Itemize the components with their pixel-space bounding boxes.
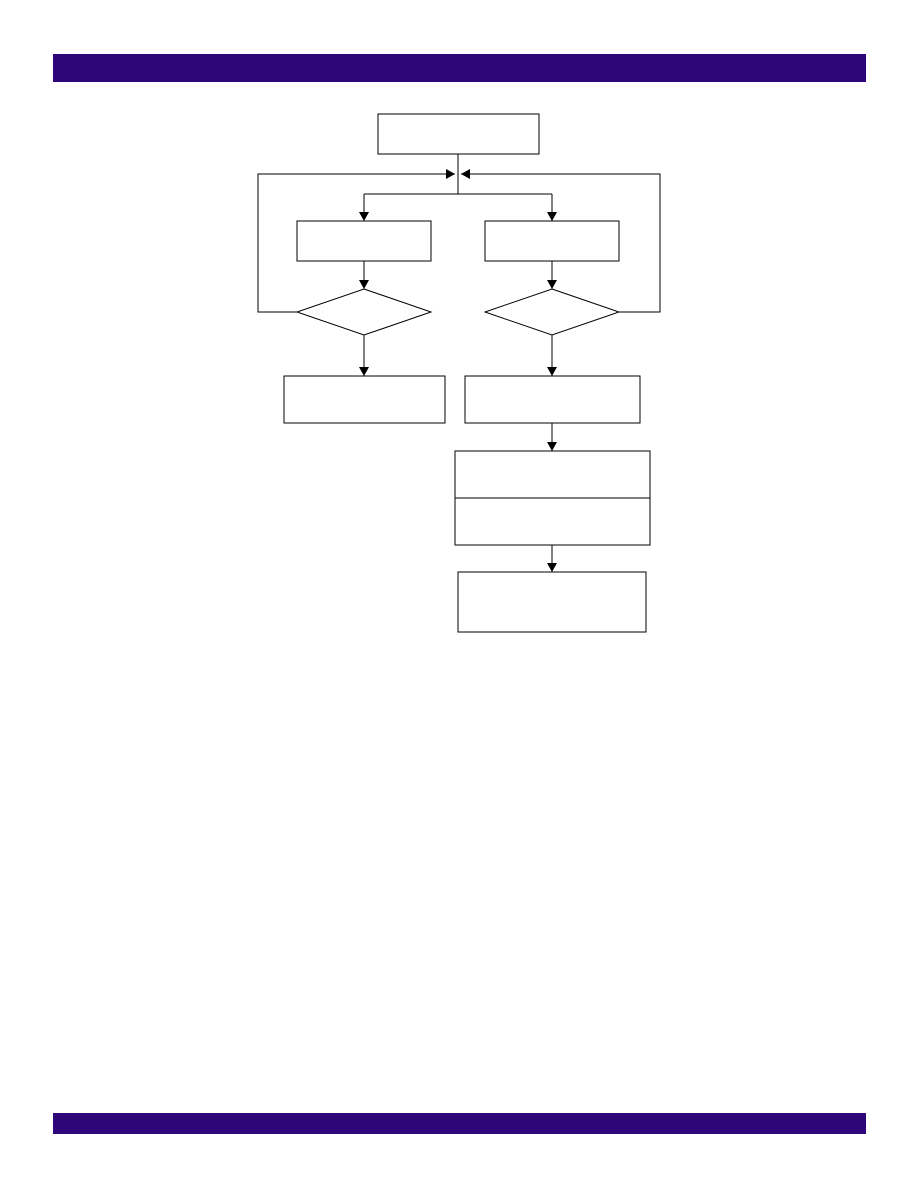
node-result-left (283, 375, 446, 424)
node-start (377, 113, 540, 155)
node-step-lower (454, 497, 651, 546)
node-result-right (464, 375, 641, 424)
footer-band (53, 1113, 866, 1134)
node-decision-left (295, 288, 433, 336)
header-band (53, 54, 866, 82)
node-step-upper (454, 450, 651, 499)
node-end (457, 571, 647, 633)
loop-left (257, 169, 455, 313)
node-process-left (296, 220, 432, 262)
connectors (257, 154, 661, 572)
node-process-right (484, 220, 620, 262)
loop-right (461, 169, 661, 313)
node-decision-right (483, 288, 621, 336)
nodes (283, 113, 651, 633)
